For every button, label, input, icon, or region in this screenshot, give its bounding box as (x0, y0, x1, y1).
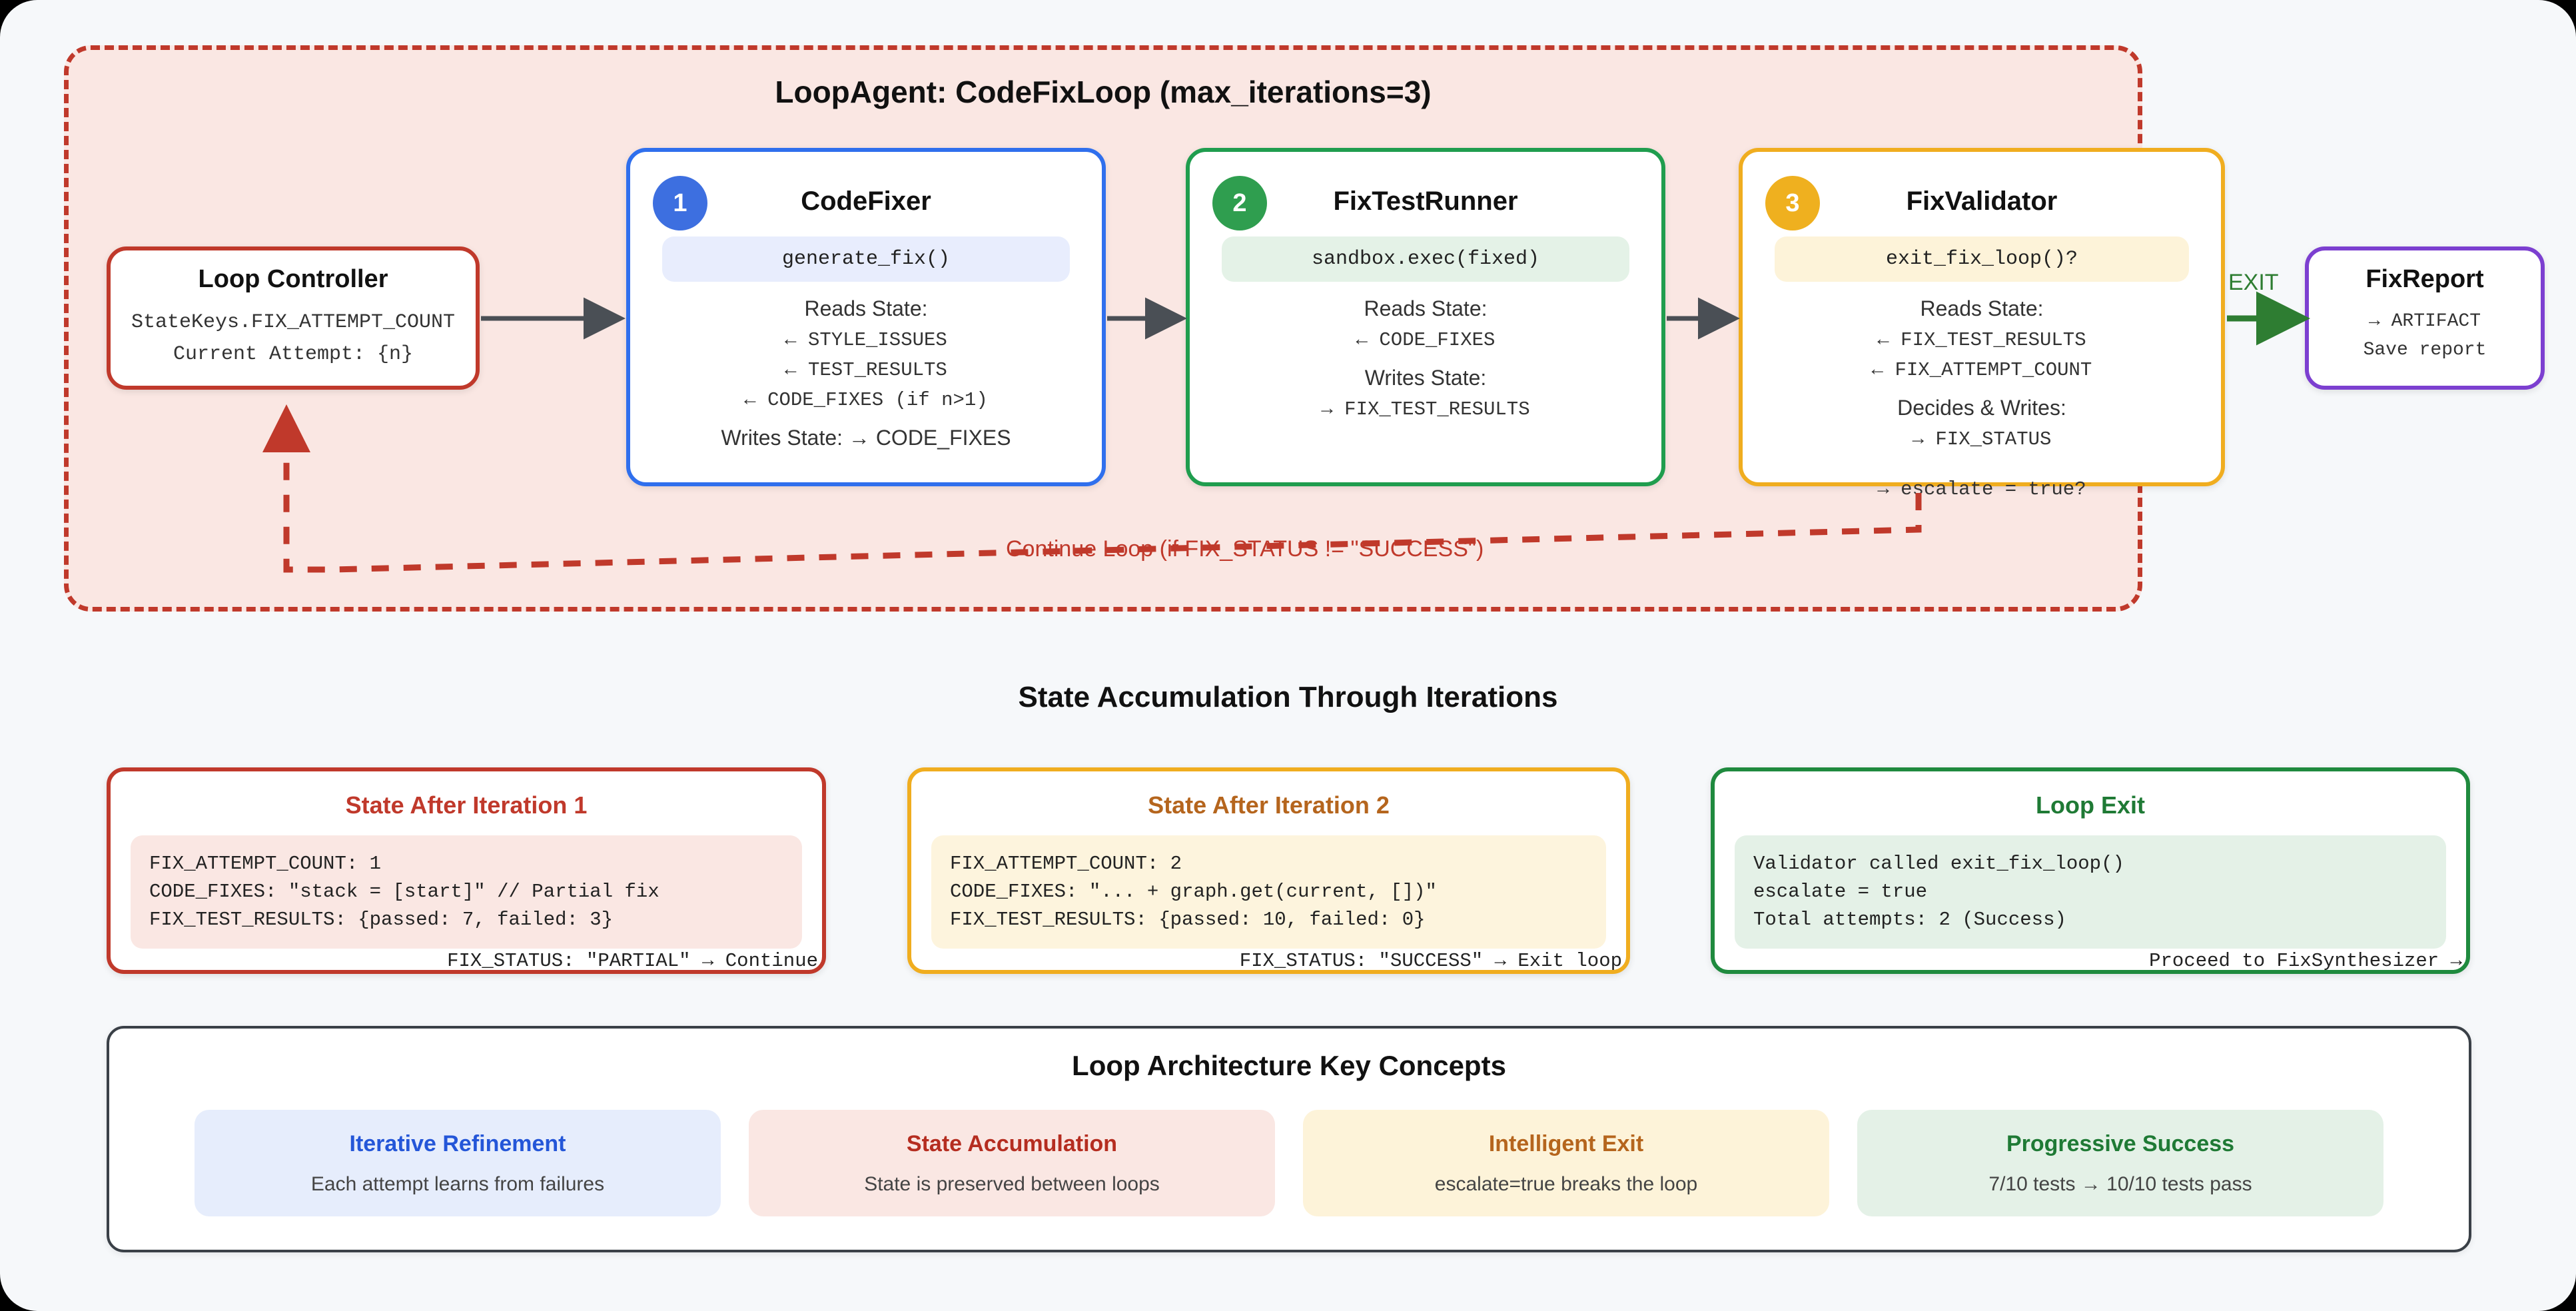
state-card-body: Validator called exit_fix_loop() escalat… (1735, 835, 2446, 949)
state-line: CODE_FIXES: "stack = [start]" // Partial… (149, 881, 659, 903)
concept-desc: Each attempt learns from failures (310, 1172, 605, 1195)
state-card-loop-exit[interactable]: Loop Exit Validator called exit_fix_loop… (1711, 767, 2470, 974)
state-card-body: FIX_ATTEMPT_COUNT: 2 CODE_FIXES: "... + … (931, 835, 1606, 949)
concept-desc: escalate=true breaks the loop (1434, 1172, 1698, 1195)
state-line: CODE_FIXES: "... + graph.get(current, []… (950, 881, 1437, 903)
concept-title: Intelligent Exit (1488, 1130, 1644, 1156)
concept-state-accumulation[interactable]: State Accumulation State is preserved be… (749, 1110, 1275, 1216)
concept-progressive-success[interactable]: Progressive Success 7/10 tests → 10/10 t… (1857, 1110, 2383, 1216)
state-line: escalate = true (1753, 881, 1928, 903)
state-card-footer: Proceed to FixSynthesizer → (2149, 950, 2462, 973)
concept-desc: 7/10 tests → 10/10 tests pass (1988, 1172, 2252, 1195)
concept-title: Iterative Refinement (349, 1130, 566, 1156)
writes-state-inline: Writes State: → CODE_FIXES (721, 426, 1011, 450)
writes-state-label: Writes State: (1364, 366, 1487, 390)
agent-title-codefixer: CodeFixer (801, 187, 931, 216)
function-chip-exit-fix-loop: exit_fix_loop()? (1775, 236, 2189, 282)
function-chip-sandbox-exec: sandbox.exec(fixed) (1222, 236, 1629, 282)
reads-state-label: Reads State: (804, 296, 928, 320)
reads-state-label: Reads State: (1364, 296, 1488, 320)
key-concepts-title: Loop Architecture Key Concepts (1072, 1050, 1506, 1081)
fixreport-title: FixReport (2365, 265, 2484, 293)
reads-state-item: ← CODE_FIXES (if n>1) (744, 389, 988, 411)
concept-intelligent-exit[interactable]: Intelligent Exit escalate=true breaks th… (1303, 1110, 1829, 1216)
state-line: FIX_TEST_RESULTS: {passed: 7, failed: 3} (149, 909, 614, 931)
agent-title-fixtestrunner: FixTestRunner (1333, 187, 1518, 216)
step-badge-3: 3 (1765, 176, 1820, 230)
reads-state-item: ← TEST_RESULTS (785, 359, 947, 381)
state-card-title: Loop Exit (2036, 791, 2145, 819)
fixreport-artifact: → ARTIFACT (2368, 311, 2481, 332)
state-card-title: State After Iteration 1 (345, 791, 588, 819)
state-card-iteration-2[interactable]: State After Iteration 2 FIX_ATTEMPT_COUN… (907, 767, 1630, 974)
concept-title: Progressive Success (2006, 1130, 2235, 1156)
state-line: Validator called exit_fix_loop() (1753, 853, 2124, 875)
state-card-footer: FIX_STATUS: "PARTIAL" → Continue (447, 950, 818, 973)
loop-controller-attempt: Current Attempt: {n} (173, 343, 414, 366)
loop-controller-statekey: StateKeys.FIX_ATTEMPT_COUNT (131, 311, 456, 334)
state-section-heading: State Accumulation Through Iterations (1018, 681, 1558, 713)
agent-card-fixtestrunner[interactable]: 2 FixTestRunner sandbox.exec(fixed) Read… (1186, 148, 1665, 486)
agent-card-codefixer[interactable]: 1 CodeFixer generate_fix() Reads State: … (626, 148, 1106, 486)
reads-state-label: Reads State: (1920, 296, 2044, 320)
continue-loop-label: Continue Loop (if FIX_STATUS != "SUCCESS… (1006, 536, 1484, 562)
loop-controller-card[interactable]: Loop Controller StateKeys.FIX_ATTEMPT_CO… (107, 246, 480, 390)
decides-writes-label: Decides & Writes: (1897, 396, 2066, 420)
fixreport-card[interactable]: FixReport → ARTIFACT Save report (2305, 246, 2545, 390)
step-badge-2: 2 (1212, 176, 1267, 230)
state-line: FIX_ATTEMPT_COUNT: 1 (149, 853, 382, 875)
state-card-iteration-1[interactable]: State After Iteration 1 FIX_ATTEMPT_COUN… (107, 767, 826, 974)
writes-state-item: → FIX_TEST_RESULTS (1321, 398, 1530, 420)
escalate-overflow-text: → escalate = true? (1877, 478, 2086, 500)
exit-label: EXIT (2228, 270, 2279, 295)
reads-state-item: ← FIX_TEST_RESULTS (1877, 329, 2086, 351)
agent-title-fixvalidator: FixValidator (1906, 187, 2058, 216)
concept-title: State Accumulation (906, 1130, 1118, 1156)
state-card-body: FIX_ATTEMPT_COUNT: 1 CODE_FIXES: "stack … (131, 835, 802, 949)
concept-desc: State is preserved between loops (864, 1172, 1160, 1195)
state-line: FIX_ATTEMPT_COUNT: 2 (950, 853, 1182, 875)
reads-state-item: ← STYLE_ISSUES (785, 329, 947, 351)
state-line: Total attempts: 2 (Success) (1753, 909, 2066, 931)
loop-controller-title: Loop Controller (198, 265, 388, 293)
state-card-title: State After Iteration 2 (1148, 791, 1390, 819)
fixreport-save: Save report (2363, 340, 2487, 360)
state-line: FIX_TEST_RESULTS: {passed: 10, failed: 0… (950, 909, 1426, 931)
key-concepts-panel: Loop Architecture Key Concepts Iterative… (107, 1026, 2471, 1252)
key-concepts-row: Iterative Refinement Each attempt learns… (109, 1110, 2469, 1216)
reads-state-item: ← FIX_ATTEMPT_COUNT (1871, 359, 2092, 381)
reads-state-item: ← CODE_FIXES (1356, 329, 1496, 351)
step-badge-1: 1 (653, 176, 707, 230)
agent-card-fixvalidator[interactable]: 3 FixValidator exit_fix_loop()? Reads St… (1739, 148, 2225, 500)
function-chip-generate-fix: generate_fix() (662, 236, 1070, 282)
writes-state-item: → FIX_STATUS (1912, 428, 2052, 450)
loop-title: LoopAgent: CodeFixLoop (max_iterations=3… (775, 75, 1432, 109)
state-card-footer: FIX_STATUS: "SUCCESS" → Exit loop (1239, 950, 1622, 973)
concept-iterative-refinement[interactable]: Iterative Refinement Each attempt learns… (195, 1110, 721, 1216)
